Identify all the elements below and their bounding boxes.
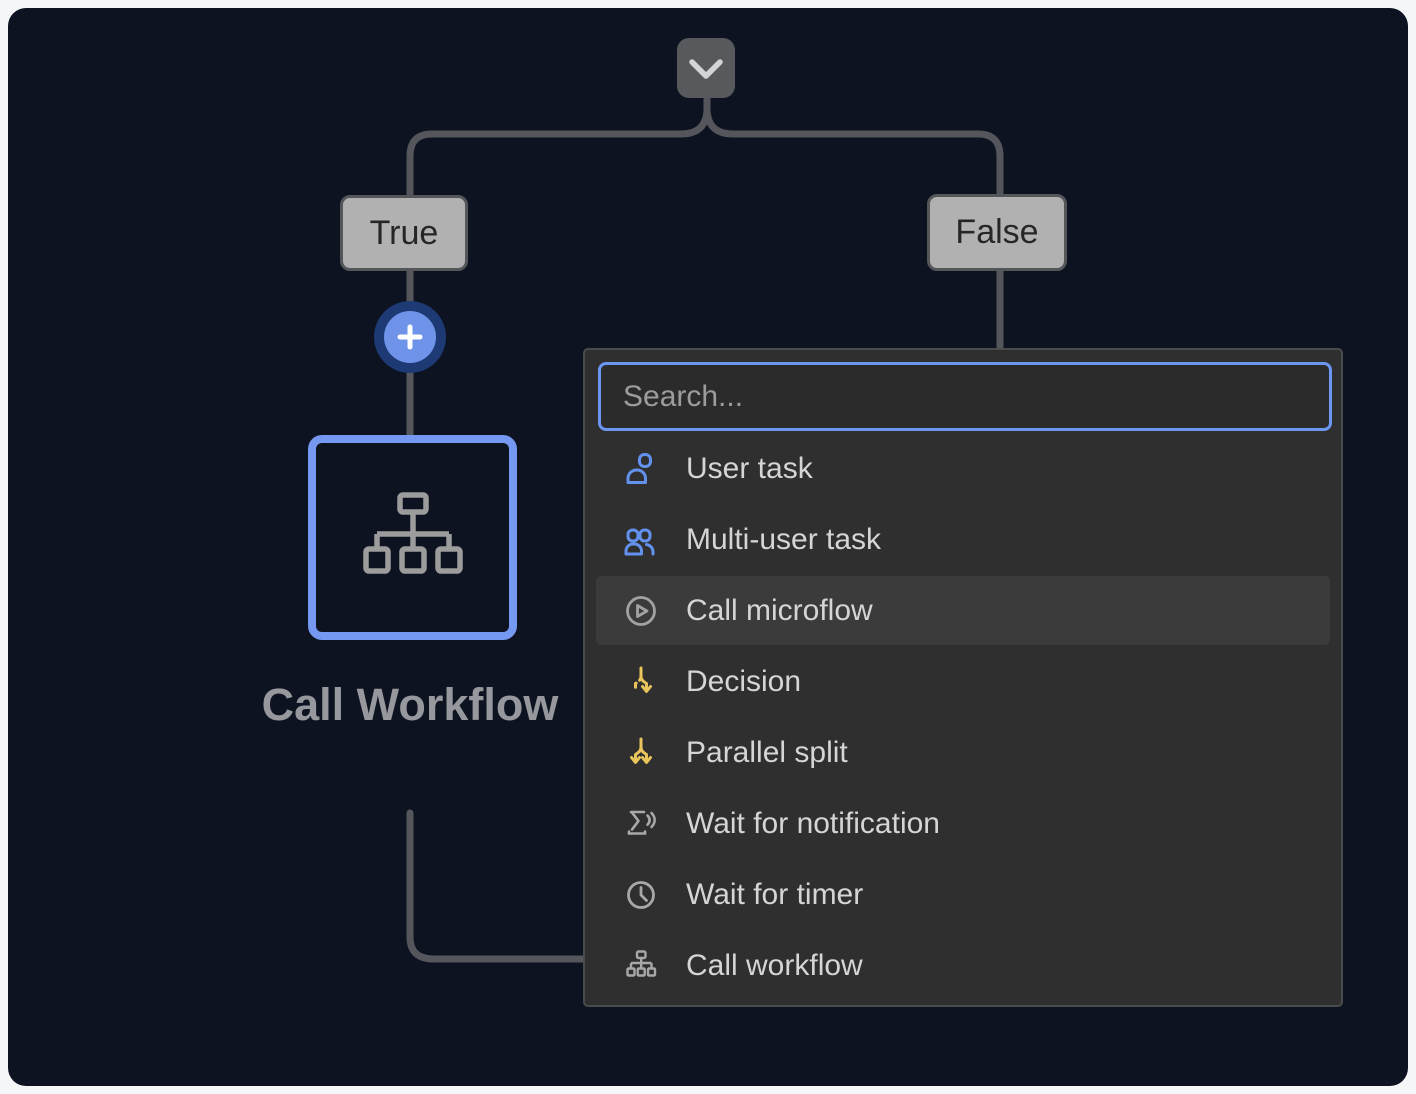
menu-item-label: Call workflow [686, 948, 863, 982]
workflow-icon [362, 491, 463, 574]
menu-item-decision[interactable]: Decision [596, 646, 1330, 717]
branch-false-text: False [955, 213, 1039, 251]
user-task-icon [624, 452, 658, 486]
activity-list: User task Multi-user task [596, 433, 1330, 1001]
wait-timer-icon [624, 878, 658, 912]
add-activity-button[interactable] [374, 301, 446, 373]
menu-item-label: Wait for notification [686, 806, 940, 840]
menu-item-multi-user-task[interactable]: Multi-user task [596, 504, 1330, 575]
workflow-canvas[interactable]: True False Call Workflow [8, 8, 1408, 1086]
menu-item-label: User task [686, 451, 813, 485]
multi-user-task-icon [624, 523, 658, 557]
menu-item-user-task[interactable]: User task [596, 433, 1330, 504]
search-input[interactable] [598, 362, 1332, 431]
menu-item-call-workflow[interactable]: Call workflow [596, 930, 1330, 1001]
parallel-split-icon [624, 736, 658, 770]
node-label: Call Workflow [261, 679, 559, 730]
call-workflow-node[interactable] [308, 435, 517, 640]
menu-item-label: Multi-user task [686, 522, 882, 556]
menu-item-label: Wait for timer [686, 877, 864, 911]
menu-item-wait-for-timer[interactable]: Wait for timer [596, 859, 1330, 930]
menu-item-wait-for-notification[interactable]: Wait for notification [596, 788, 1330, 859]
call-workflow-icon [624, 949, 658, 983]
activity-picker-menu: User task Multi-user task [583, 348, 1343, 1007]
branch-label-false: False [927, 194, 1067, 271]
menu-item-call-microflow[interactable]: Call microflow [596, 576, 1330, 645]
collapse-branch-button[interactable] [677, 38, 735, 98]
wait-notification-icon [624, 807, 658, 841]
menu-item-label: Parallel split [686, 735, 848, 769]
menu-item-label: Decision [686, 664, 802, 698]
branch-label-true: True [340, 195, 468, 271]
menu-item-label: Call microflow [686, 593, 873, 627]
branch-true-text: True [369, 213, 439, 252]
call-microflow-icon [624, 594, 658, 628]
chevron-down-icon [689, 59, 723, 79]
plus-icon [384, 311, 436, 363]
decision-icon [624, 665, 658, 699]
menu-item-parallel-split[interactable]: Parallel split [596, 717, 1330, 788]
